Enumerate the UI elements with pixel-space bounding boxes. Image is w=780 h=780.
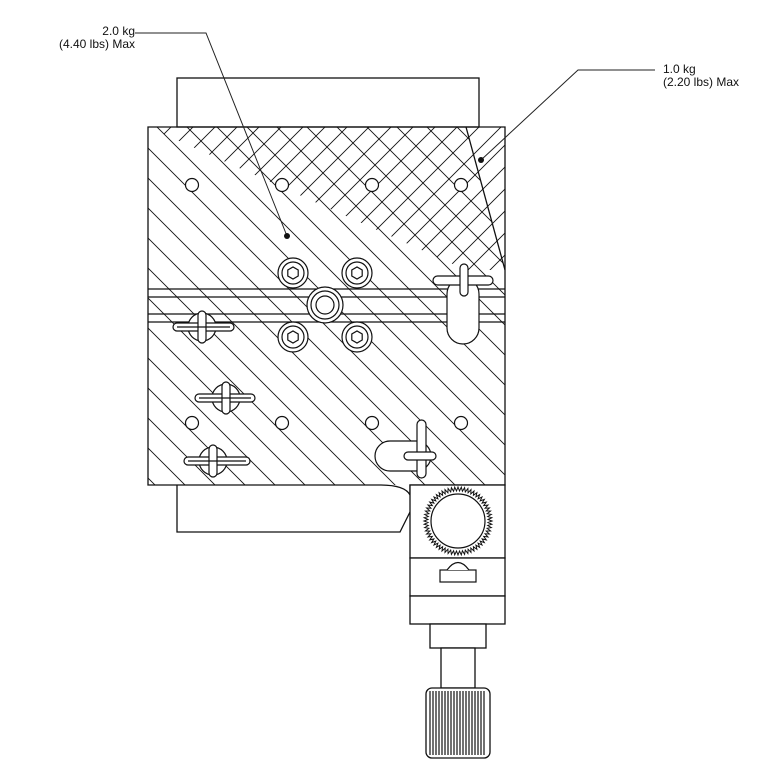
clamp[interactable] — [172, 310, 235, 344]
mounting-hole — [184, 415, 200, 431]
clamp[interactable] — [432, 263, 494, 345]
load-point-marker — [478, 157, 484, 163]
locking-clamp-icon — [172, 263, 494, 479]
knurled-knob-icon[interactable] — [425, 687, 491, 759]
mounting-hole — [364, 415, 380, 431]
load-point-marker — [284, 233, 290, 239]
actuator-tip — [439, 561, 477, 583]
callout-right-weight: 1.0 kg — [663, 62, 696, 76]
mounting-hole — [364, 177, 380, 193]
mounting-hole — [274, 415, 290, 431]
zone-divider — [465, 126, 506, 271]
callout-left-imperial: (4.40 lbs) Max — [58, 37, 135, 51]
mounting-hole — [274, 177, 290, 193]
center-hole-icon — [306, 286, 344, 324]
mounting-hole — [453, 415, 469, 431]
callout-left-weight: 2.0 kg — [102, 24, 135, 38]
clamp[interactable] — [374, 419, 437, 479]
leader-left — [135, 32, 288, 237]
rear-carriage-plate — [176, 77, 480, 128]
hex-socket-screw-icon — [277, 257, 373, 353]
knurled-knob-icon[interactable] — [422, 485, 494, 557]
clamp[interactable] — [183, 444, 251, 478]
callout-right: 1.0 kg (2.20 lbs) Max — [663, 63, 739, 89]
lower-carriage-plate — [176, 485, 411, 533]
callout-left: 2.0 kg (4.40 lbs) Max — [59, 25, 135, 51]
clamp[interactable] — [194, 381, 256, 415]
mounting-hole — [184, 177, 200, 193]
leader-right — [480, 69, 655, 161]
callout-leaders — [135, 32, 655, 237]
callout-right-imperial: (2.20 lbs) Max — [663, 75, 740, 89]
mounting-hole — [453, 177, 469, 193]
